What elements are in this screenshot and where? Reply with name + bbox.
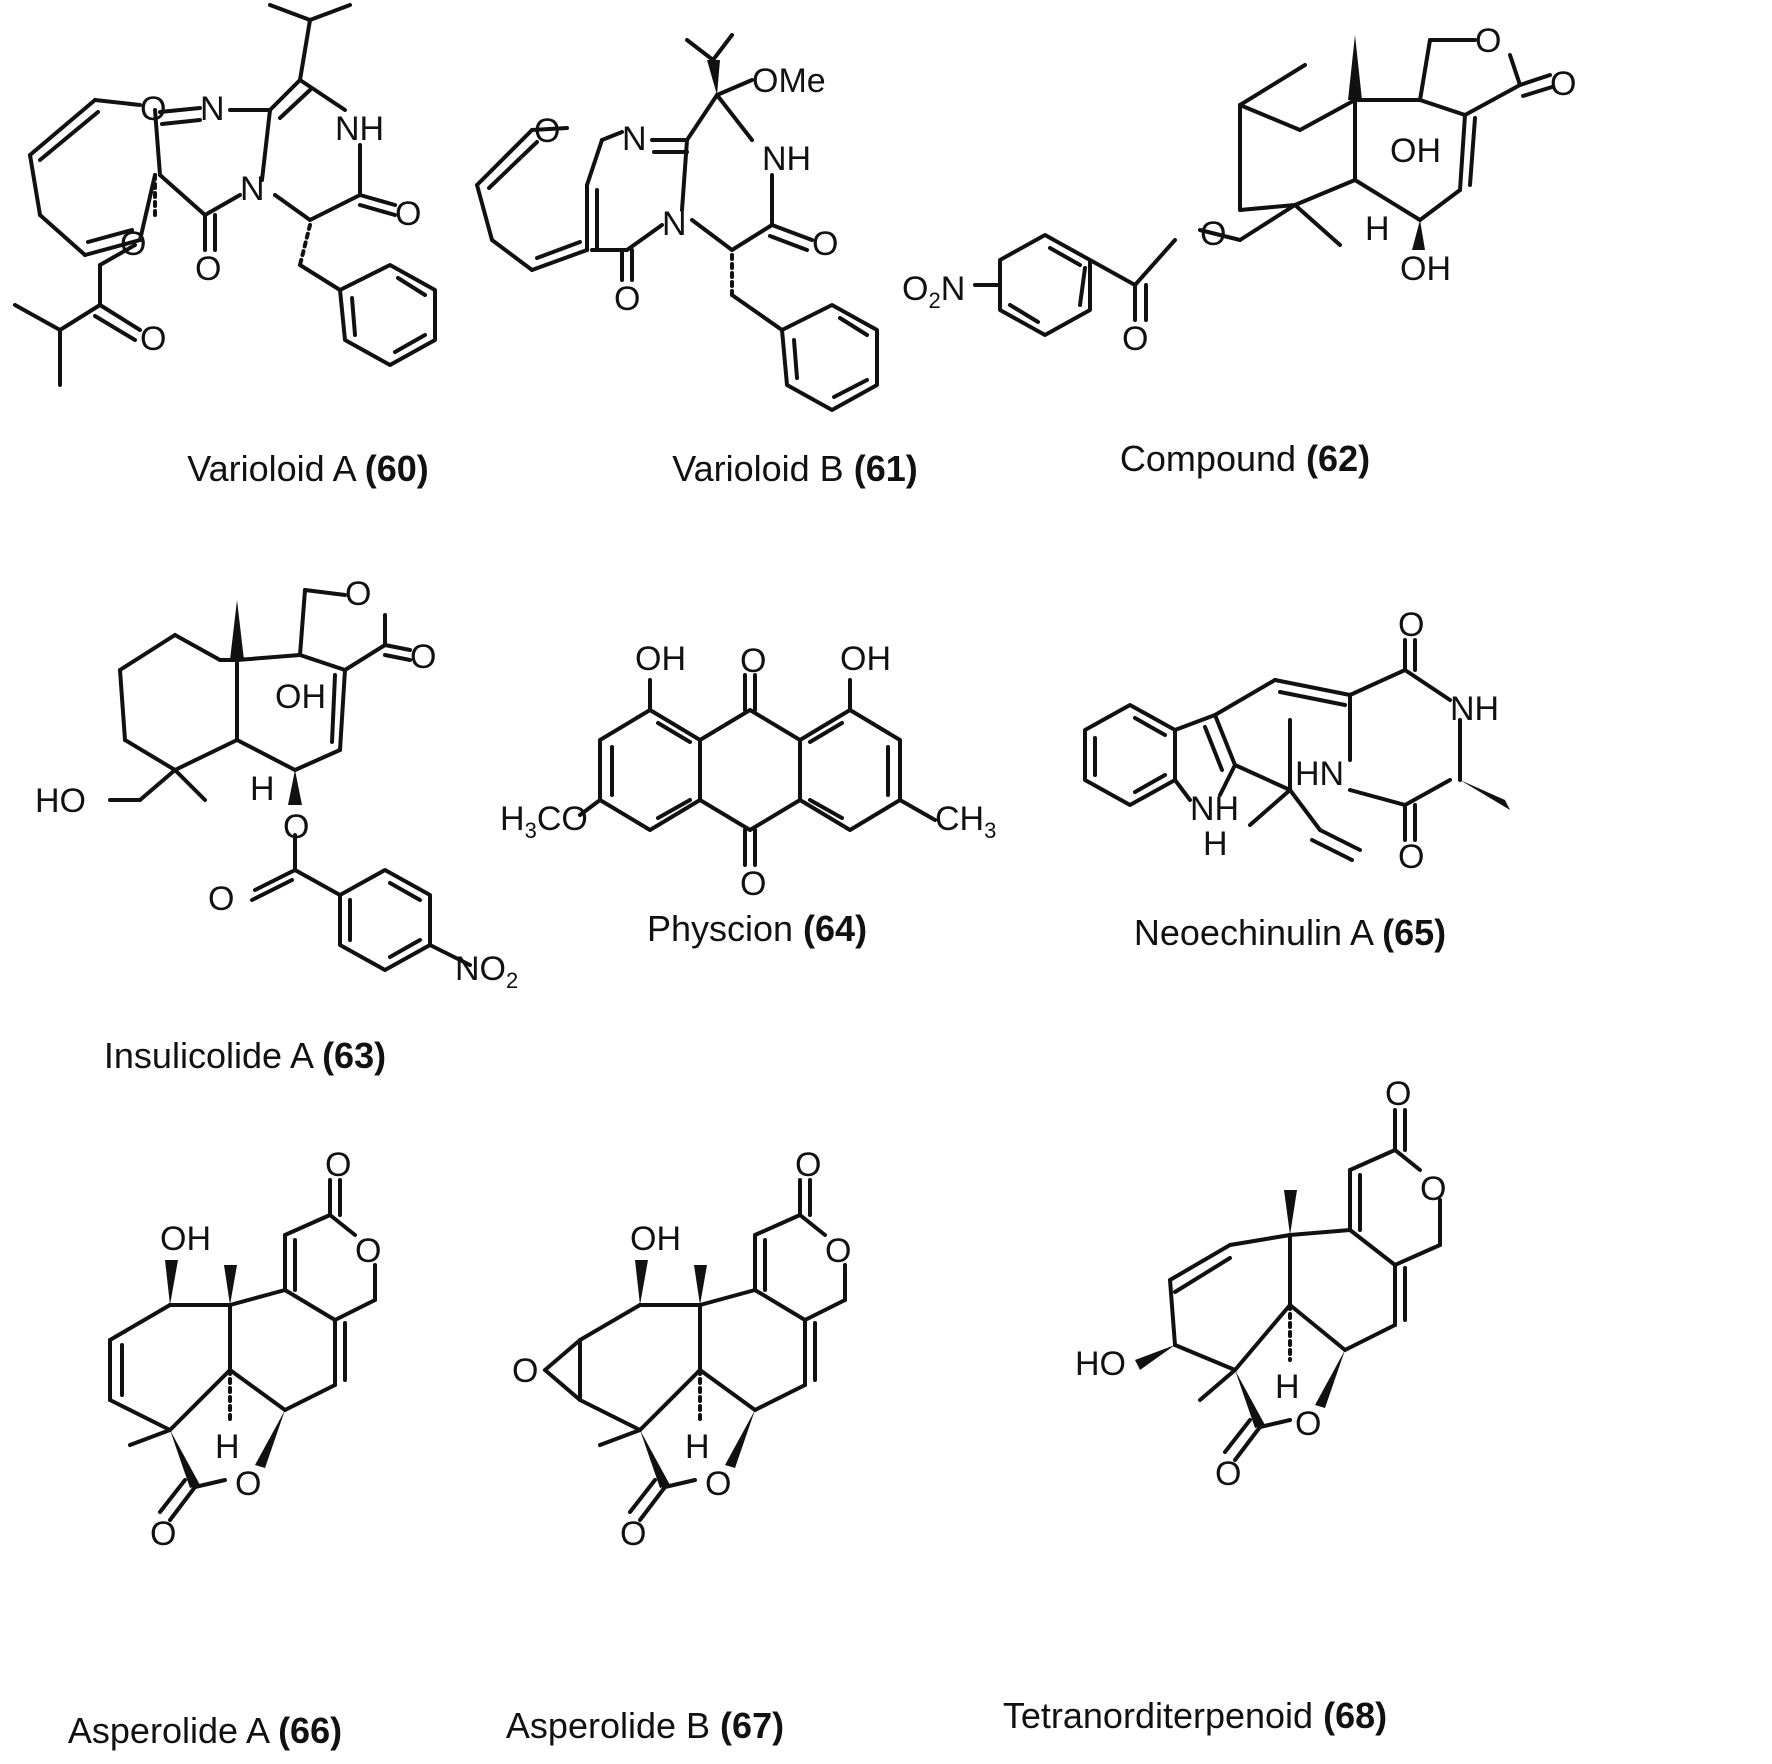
- atom-label: NH: [1190, 790, 1239, 828]
- atom-label: O: [120, 225, 146, 263]
- atom-label: N: [200, 90, 225, 128]
- atom-label: O: [1385, 1075, 1411, 1113]
- atom-label: OH: [635, 640, 686, 678]
- structure-65: NH H HN NH O O: [1083, 606, 1510, 876]
- atom-label: NH: [335, 110, 384, 148]
- atom-label: H: [215, 1428, 240, 1466]
- structure-68: O O HO H O O: [1075, 1075, 1446, 1493]
- atom-label: O: [140, 90, 166, 128]
- atom-label: OH: [840, 640, 891, 678]
- atom-label: H: [1365, 210, 1390, 248]
- structure-67: O OH O O H O O: [512, 1146, 851, 1553]
- atom-label: O: [150, 1515, 176, 1553]
- atom-label: NH: [1450, 690, 1499, 728]
- atom-label: O: [1475, 22, 1501, 60]
- atom-label: OMe: [752, 62, 826, 100]
- atom-label: OH: [160, 1220, 211, 1258]
- atom-label: O: [1550, 65, 1576, 103]
- atom-label: NO2: [455, 950, 518, 993]
- structure-66: OH O O H O O: [108, 1146, 381, 1553]
- structure-62: O O OH H OH O O O2N: [902, 22, 1576, 358]
- atom-label: OH: [275, 678, 326, 716]
- caption-66: Asperolide A (66): [67, 1710, 343, 1751]
- caption-60: Varioloid A (60): [187, 448, 429, 489]
- atom-label: O: [345, 575, 371, 613]
- atom-label: O: [705, 1465, 731, 1503]
- atom-label: O: [410, 638, 436, 676]
- atom-label: N: [622, 120, 647, 158]
- caption-62: Compound (62): [1119, 438, 1371, 479]
- atom-label: O: [355, 1232, 381, 1270]
- atom-label: HO: [35, 782, 86, 820]
- atom-label: O: [1398, 606, 1424, 644]
- caption-61: Varioloid B (61): [672, 448, 918, 489]
- atom-label: N: [240, 170, 265, 208]
- atom-label: CH3: [935, 800, 996, 843]
- structure-63: O O OH H HO O O NO2: [35, 575, 518, 993]
- atom-label: OH: [630, 1220, 681, 1258]
- atom-label: HO: [1075, 1345, 1126, 1383]
- atom-label: O: [1200, 215, 1226, 253]
- atom-label: O: [1122, 320, 1148, 358]
- atom-label: H: [1203, 825, 1228, 863]
- atom-label: O: [325, 1146, 351, 1184]
- caption-67: Asperolide B (67): [505, 1705, 785, 1746]
- atom-label: O: [195, 250, 221, 288]
- structure-60: O N NH N O O O O: [13, 3, 437, 387]
- atom-label: H3CO: [500, 800, 588, 843]
- atom-label: O: [825, 1232, 851, 1270]
- atom-label: O: [534, 112, 560, 150]
- atom-label: O: [740, 642, 766, 680]
- atom-label: O: [1420, 1170, 1446, 1208]
- atom-label: OH: [1390, 132, 1441, 170]
- atom-label: OH: [1400, 250, 1451, 288]
- structure-64: OH OH O O H3CO CH3: [500, 640, 996, 903]
- caption-64: Physcion (64): [646, 908, 868, 949]
- atom-label: HN: [1295, 755, 1344, 793]
- atom-label: O: [795, 1146, 821, 1184]
- caption-65: Neoechinulin A (65): [1133, 912, 1447, 953]
- atom-label: O: [1398, 838, 1424, 876]
- structure-61: O N OMe NH N O O: [475, 33, 879, 412]
- atom-label: O: [812, 225, 838, 263]
- atom-label: O: [512, 1352, 538, 1390]
- atom-label: O: [1215, 1455, 1241, 1493]
- atom-label: O: [614, 280, 640, 318]
- atom-label: O: [740, 865, 766, 903]
- atom-label: H: [1275, 1368, 1300, 1406]
- atom-label: H: [685, 1428, 710, 1466]
- atom-label: O: [140, 320, 166, 358]
- atom-label: O: [235, 1465, 261, 1503]
- atom-label: O: [395, 195, 421, 233]
- atom-label: O: [1295, 1405, 1321, 1443]
- atom-label: O: [620, 1515, 646, 1553]
- atom-label: O2N: [902, 270, 965, 313]
- atom-label: O: [208, 880, 234, 918]
- atom-label: N: [662, 205, 687, 243]
- caption-68: Tetranorditerpenoid (68): [1002, 1695, 1388, 1736]
- atom-label: O: [283, 808, 309, 846]
- atom-label: NH: [762, 140, 811, 178]
- caption-63: Insulicolide A (63): [103, 1035, 387, 1076]
- atom-label: H: [250, 770, 275, 808]
